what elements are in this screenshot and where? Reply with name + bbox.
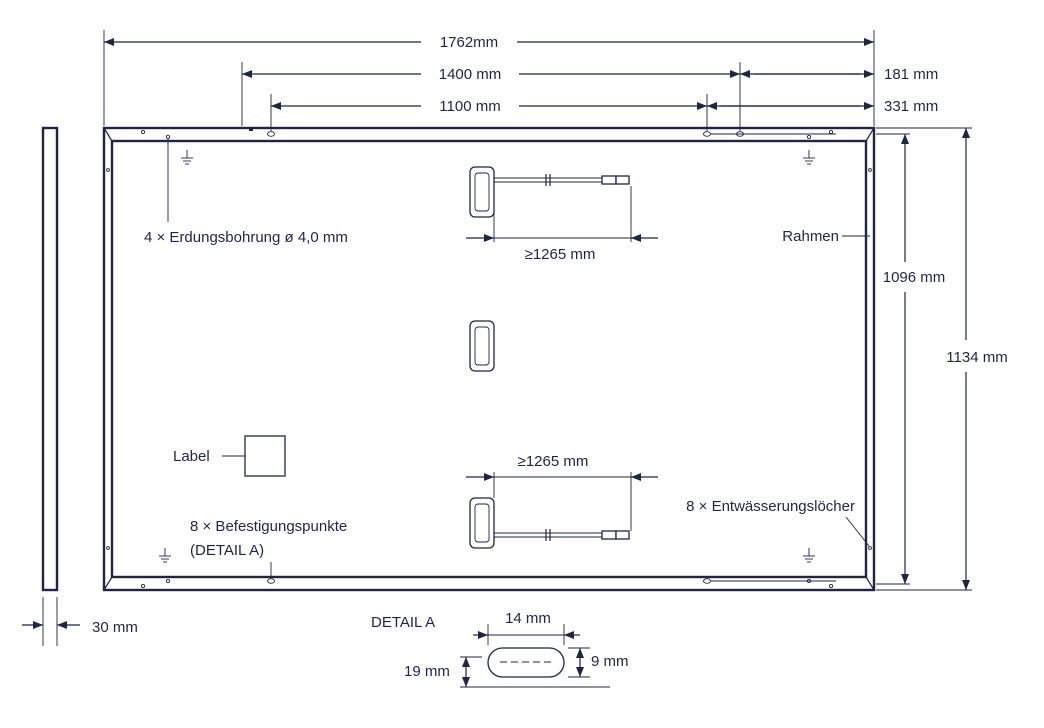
ground-symbol-icon [803,150,815,165]
mounting-points-label-1: 8 × Befestigungspunkte [190,518,347,535]
cable-top [494,174,602,186]
slot-length-label: 14 mm [505,610,551,627]
cable-top-label: ≥1265 mm [525,246,596,263]
ground-symbol-icon [159,548,171,563]
drain-hole [106,168,110,172]
outer-offset-label: 181 mm [884,66,938,83]
grounding-hole [165,578,171,584]
junction-box-icon [469,166,495,218]
frame-thickness-label: 30 mm [92,619,138,636]
slot-height-inner-label: 9 mm [591,653,629,670]
dimension-inner-height: 1096 mm [876,133,946,585]
mounting-points-label-2: (DETAIL A) [190,542,264,559]
connector-icon [601,530,630,540]
frame-callout: Rahmen [782,228,870,245]
label-plate [244,435,286,477]
grounding-hole [165,134,171,140]
mounting-slot [267,578,275,584]
dimension-cable-top: ≥1265 mm [466,186,658,263]
drain-hole [106,546,110,550]
drain-holes-label: 8 × Entwässerungslöcher [686,498,855,515]
inner-offset-label: 331 mm [884,98,938,115]
drain-hole [868,546,872,550]
panel-frame [102,126,876,592]
grounding-hole [806,134,812,140]
detail-a: DETAIL A 14 mm 9 mm 19 mm [371,610,629,688]
junction-box-icon [469,320,495,372]
mount-span-outer-label: 1400 mm [439,66,502,83]
connector-icon [601,175,630,185]
total-height-label: 1134 mm [946,349,1007,366]
ground-symbol-icon [803,548,815,563]
total-length-label: 1762mm [440,34,498,51]
side-profile: 30 mm [22,126,138,646]
dimension-cable-bottom: ≥1265 mm [466,453,658,531]
cable-bottom [494,529,602,541]
slot-height-outer-label: 19 mm [404,663,450,680]
junction-box-icon [469,497,495,549]
ground-symbol-icon [181,150,193,165]
mounting-slot [267,131,275,137]
drain-holes-callout: 8 × Entwässerungslöcher [686,498,870,547]
detail-slot [487,647,565,678]
drain-hole [868,168,872,172]
label-text: Label [173,448,210,465]
dimension-total-length: 1762mm [103,30,875,126]
grounding-holes-callout: 4 × Erdungsbohrung ø 4,0 mm [144,139,348,246]
mounting-slot [703,131,711,137]
mounting-points-callout: 8 × Befestigungspunkte (DETAIL A) [190,518,347,578]
dimension-total-height: 1134 mm [876,127,1008,591]
dimension-mount-span-inner: 1100 mm 331 mm [270,94,938,131]
drain-hole [140,583,146,589]
detail-title: DETAIL A [371,614,435,631]
grounding-holes-label: 4 × Erdungsbohrung ø 4,0 mm [144,229,348,246]
drain-hole [828,129,834,135]
drain-hole [140,129,146,135]
dimension-mount-span-outer: 1400 mm 181 mm [241,62,938,131]
frame-label: Rahmen [782,228,839,245]
mount-span-inner-label: 1100 mm [439,98,500,115]
cable-bottom-label: ≥1265 mm [518,453,589,470]
inner-height-label: 1096 mm [883,269,946,286]
label-callout: Label [173,435,286,477]
frame-marker [249,128,253,131]
mounting-slot [703,578,711,584]
drain-hole [828,583,834,589]
